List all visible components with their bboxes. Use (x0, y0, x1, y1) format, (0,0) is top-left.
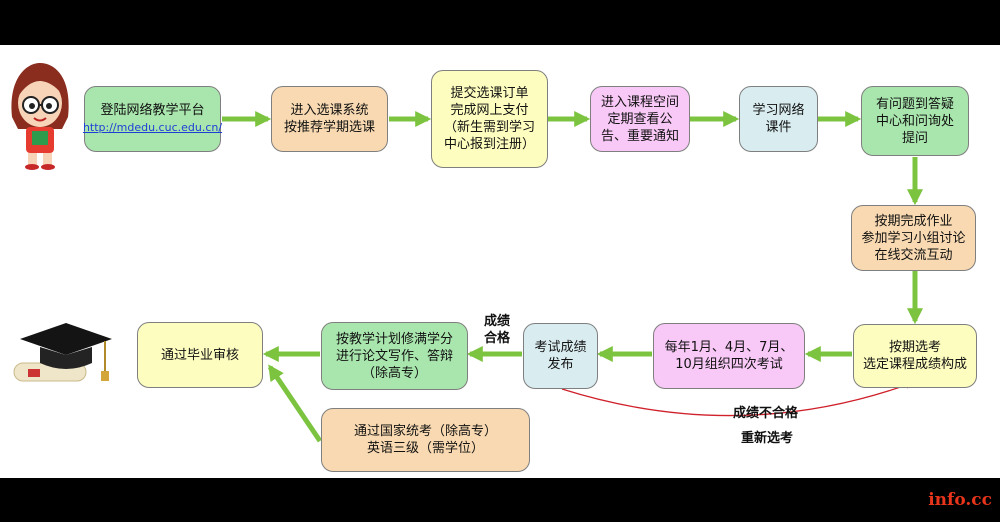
label-reselect: 重新选考 (741, 431, 794, 446)
platform-url-link[interactable]: http://mdedu.cuc.edu.cn/ (82, 121, 223, 134)
student-girl-icon (11, 63, 69, 170)
node-thesis-line3: （除高专） (361, 365, 427, 381)
brand-watermark: info.cc (928, 490, 992, 510)
node-examselect-line1: 按期选考 (888, 340, 941, 355)
node-homework-line1: 按期完成作业 (874, 213, 953, 229)
node-national-line1: 通过国家统考（除高专） (353, 424, 497, 439)
node-results-line2: 发布 (547, 357, 574, 372)
node-order-payment: 提交选课订单 完成网上支付 （新生需到学习 中心报到注册） (431, 70, 548, 168)
node-course-space: 进入课程空间 定期查看公 告、重要通知 (590, 86, 690, 152)
node-results: 考试成绩 发布 (523, 323, 598, 389)
node-space-line3: 告、重要通知 (600, 128, 679, 144)
node-order-line1: 提交选课订单 (450, 86, 529, 101)
node-space-line2: 定期查看公 (607, 111, 673, 127)
node-results-line1: 考试成绩 (534, 340, 587, 355)
node-homework-line2: 参加学习小组讨论 (861, 230, 966, 246)
node-order-line4: 中心报到注册） (443, 137, 535, 152)
node-qa-line2: 中心和问询处 (875, 113, 954, 129)
node-space-line1: 进入课程空间 (600, 94, 679, 110)
node-thesis: 按教学计划修满学分 进行论文写作、答辩 （除高专） (321, 322, 468, 390)
node-order-line3: （新生需到学习 (443, 120, 535, 135)
node-order-line2: 完成网上支付 (450, 103, 529, 118)
node-exams: 每年1月、4月、7月、 10月组织四次考试 (653, 323, 805, 389)
node-courseware: 学习网络 课件 (739, 86, 818, 152)
node-thesis-line1: 按教学计划修满学分 (335, 331, 453, 347)
label-pass: 成绩 合格 (484, 313, 510, 347)
node-thesis-line2: 进行论文写作、答辩 (335, 348, 453, 364)
flowchart-canvas: 登陆网络教学平台 http://mdedu.cuc.edu.cn/ 进入选课系统… (0, 45, 1000, 478)
node-exams-line1: 每年1月、4月、7月、 (664, 340, 794, 355)
arrow-national-to-graduate (267, 364, 323, 443)
node-homework: 按期完成作业 参加学习小组讨论 在线交流互动 (851, 205, 976, 271)
node-qa-line3: 提问 (901, 130, 928, 146)
node-graduation: 通过毕业审核 (137, 322, 263, 388)
node-homework-line3: 在线交流互动 (874, 247, 953, 263)
node-login-text: 登陆网络教学平台 (100, 103, 205, 118)
graduation-cap-diploma-icon (13, 323, 112, 382)
label-pass-line1: 成绩 (484, 314, 511, 329)
node-national-exam: 通过国家统考（除高专） 英语三级（需学位） (321, 408, 530, 472)
node-examselect-line2: 选定课程成绩构成 (862, 357, 967, 372)
node-select-line1: 进入选课系统 (290, 103, 369, 118)
node-select-line2: 按推荐学期选课 (283, 120, 375, 135)
label-pass-line2: 合格 (484, 331, 511, 346)
node-graduate-line1: 通过毕业审核 (160, 347, 239, 363)
flow-arrows (222, 110, 924, 443)
return-arrow-reselect (561, 381, 914, 417)
node-qa-line1: 有问题到答疑 (875, 96, 954, 112)
node-national-line2: 英语三级（需学位） (366, 441, 484, 456)
node-exam-selection: 按期选考 选定课程成绩构成 (853, 324, 977, 388)
node-login-platform: 登陆网络教学平台 http://mdedu.cuc.edu.cn/ (82, 86, 223, 152)
node-courseware-line1: 学习网络 (752, 103, 805, 118)
node-qa-center: 有问题到答疑 中心和问询处 提问 (861, 86, 969, 156)
label-fail: 成绩不合格 (733, 406, 799, 421)
node-course-selection: 进入选课系统 按推荐学期选课 (271, 86, 388, 152)
node-exams-line2: 10月组织四次考试 (675, 357, 783, 372)
node-courseware-line2: 课件 (765, 120, 792, 135)
